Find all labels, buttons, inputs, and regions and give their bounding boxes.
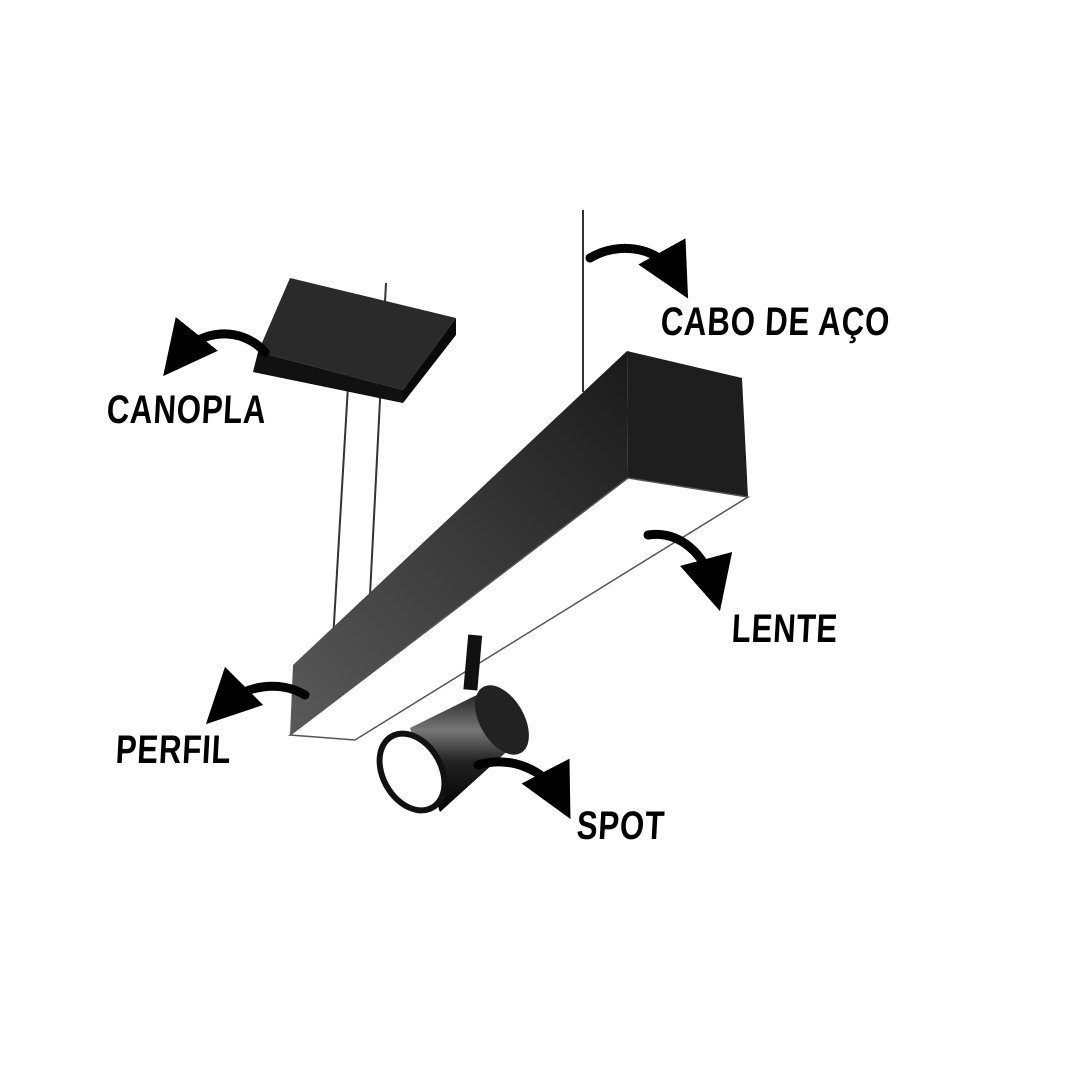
arrow-perfil-icon <box>205 666 310 725</box>
profile-bar <box>287 351 751 741</box>
canopy <box>253 278 456 403</box>
label-spot: SPOT <box>575 804 667 848</box>
label-perfil: PERFIL <box>114 728 233 772</box>
arrow-canopla-icon <box>163 317 270 377</box>
label-lente: LENTE <box>730 607 840 651</box>
label-canopla: CANOPLA <box>105 388 268 432</box>
spot-light <box>376 634 529 814</box>
arrow-cabo-icon <box>585 238 689 299</box>
arrow-spot-icon <box>473 757 571 819</box>
label-cabo-de-aco: CABO DE AÇO <box>659 300 892 344</box>
arrow-lente-icon <box>643 529 733 612</box>
